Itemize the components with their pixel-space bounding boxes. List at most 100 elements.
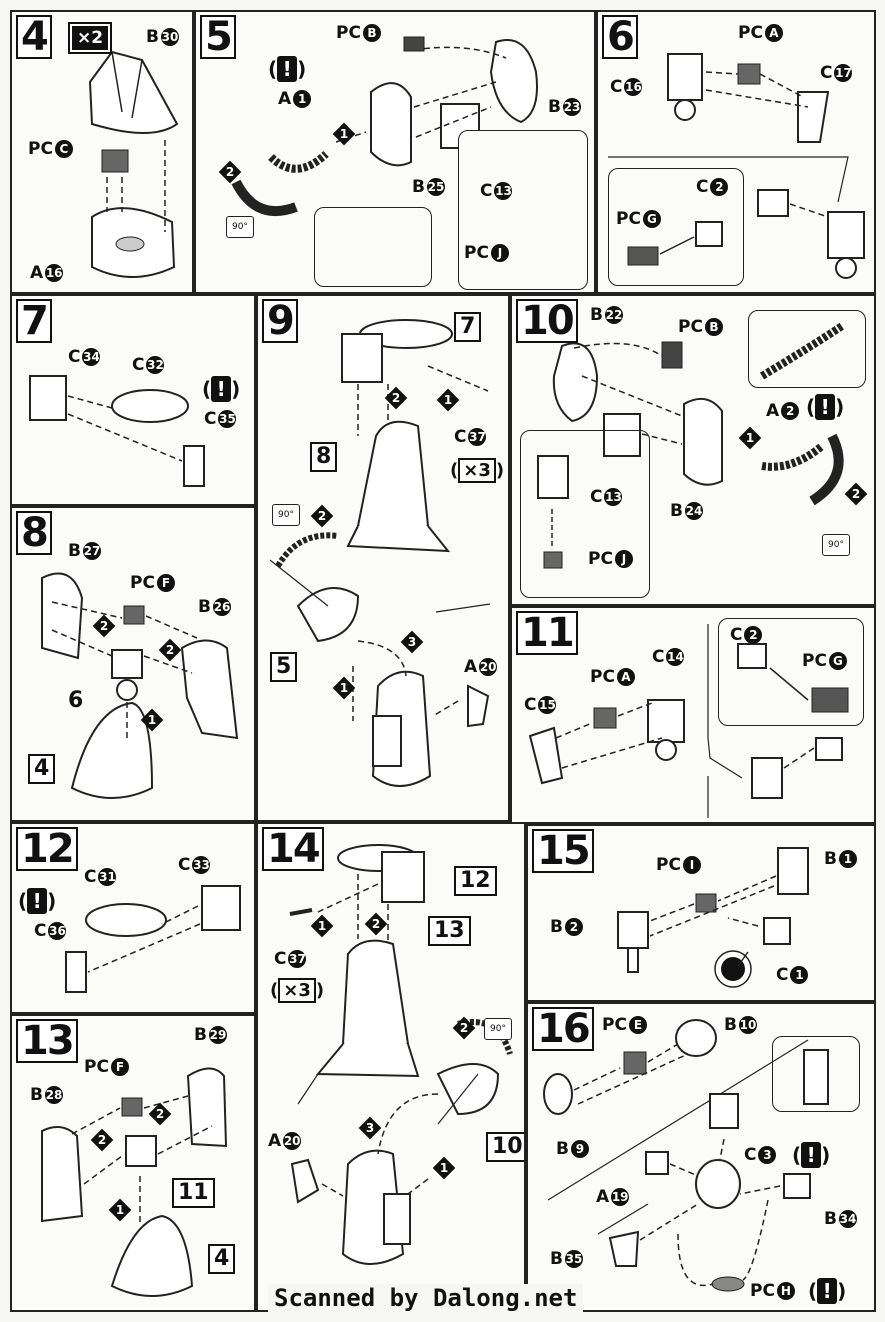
- step-5-inset-c13: [458, 130, 588, 290]
- ref-step-4: 4: [28, 754, 56, 784]
- step-16-drawing: [543, 1019, 829, 1292]
- ref-step-12: 12: [454, 866, 497, 896]
- caution-mark: (!): [792, 1142, 831, 1168]
- order-marker-2b: 2: [452, 1016, 476, 1040]
- step-6-number: 6: [602, 15, 638, 59]
- multiplier-x3: (×3): [450, 458, 505, 483]
- step-10-drawing: [537, 322, 845, 569]
- step-8-drawing: [41, 572, 239, 799]
- step-14-number: 14: [262, 827, 324, 871]
- caution-mark: (!): [268, 56, 307, 82]
- step-15-number: 15: [532, 829, 594, 873]
- order-marker-3: 3: [400, 630, 424, 654]
- step-4-drawing: [88, 50, 179, 278]
- order-marker-1: 1: [332, 122, 356, 146]
- order-marker-3: 3: [358, 1116, 382, 1140]
- step-11-drawing: [528, 624, 849, 818]
- step-14-drawing: [289, 844, 513, 1265]
- order-marker-2: 2: [92, 614, 116, 638]
- ref-step-10: 10: [486, 1132, 524, 1162]
- multiplier-x3: (×3): [270, 978, 325, 1003]
- step-16-number: 16: [532, 1007, 594, 1051]
- step-10-inset-cable: [748, 310, 866, 388]
- step-11-inset-c2: [718, 618, 864, 726]
- step-12-number: 12: [16, 827, 78, 871]
- step-5-inset-cable: [314, 207, 432, 287]
- caution-mark: (!): [18, 888, 57, 914]
- step-7-number: 7: [16, 299, 52, 343]
- step-4-number: 4: [16, 15, 52, 59]
- step-13-number: 13: [16, 1019, 78, 1063]
- rotate-90-icon: 90°: [484, 1018, 512, 1040]
- step-15-drawing: [617, 847, 809, 988]
- ref-step-7: 7: [454, 312, 482, 342]
- step-9-drawing: [269, 319, 491, 787]
- ref-step-6: 6: [68, 688, 84, 713]
- order-marker-1b: 1: [432, 1156, 456, 1180]
- ref-step-8: 8: [310, 442, 338, 472]
- order-marker-2b: 2: [148, 1102, 172, 1126]
- caution-mark: (!): [202, 376, 241, 402]
- order-marker-2: 2: [90, 1128, 114, 1152]
- step-7-drawing: [29, 375, 205, 487]
- step-11-number: 11: [516, 611, 578, 655]
- step-10-inset-c13: [520, 430, 650, 598]
- ref-step-11: 11: [172, 1178, 215, 1208]
- order-marker-1b: 1: [332, 676, 356, 700]
- multiplier-x2: ×2: [67, 22, 113, 54]
- order-marker-1: 1: [738, 426, 762, 450]
- step-16-inset-c3: [772, 1036, 860, 1112]
- ref-step-13: 13: [428, 916, 471, 946]
- scanner-credit: Scanned by Dalong.net: [268, 1284, 584, 1312]
- order-marker-1: 1: [140, 708, 164, 732]
- step-10-number: 10: [516, 299, 578, 343]
- order-marker-2: 2: [218, 160, 242, 184]
- step-12-drawing: [65, 885, 241, 993]
- order-marker-1: 1: [108, 1198, 132, 1222]
- caution-mark: (!): [808, 1278, 847, 1304]
